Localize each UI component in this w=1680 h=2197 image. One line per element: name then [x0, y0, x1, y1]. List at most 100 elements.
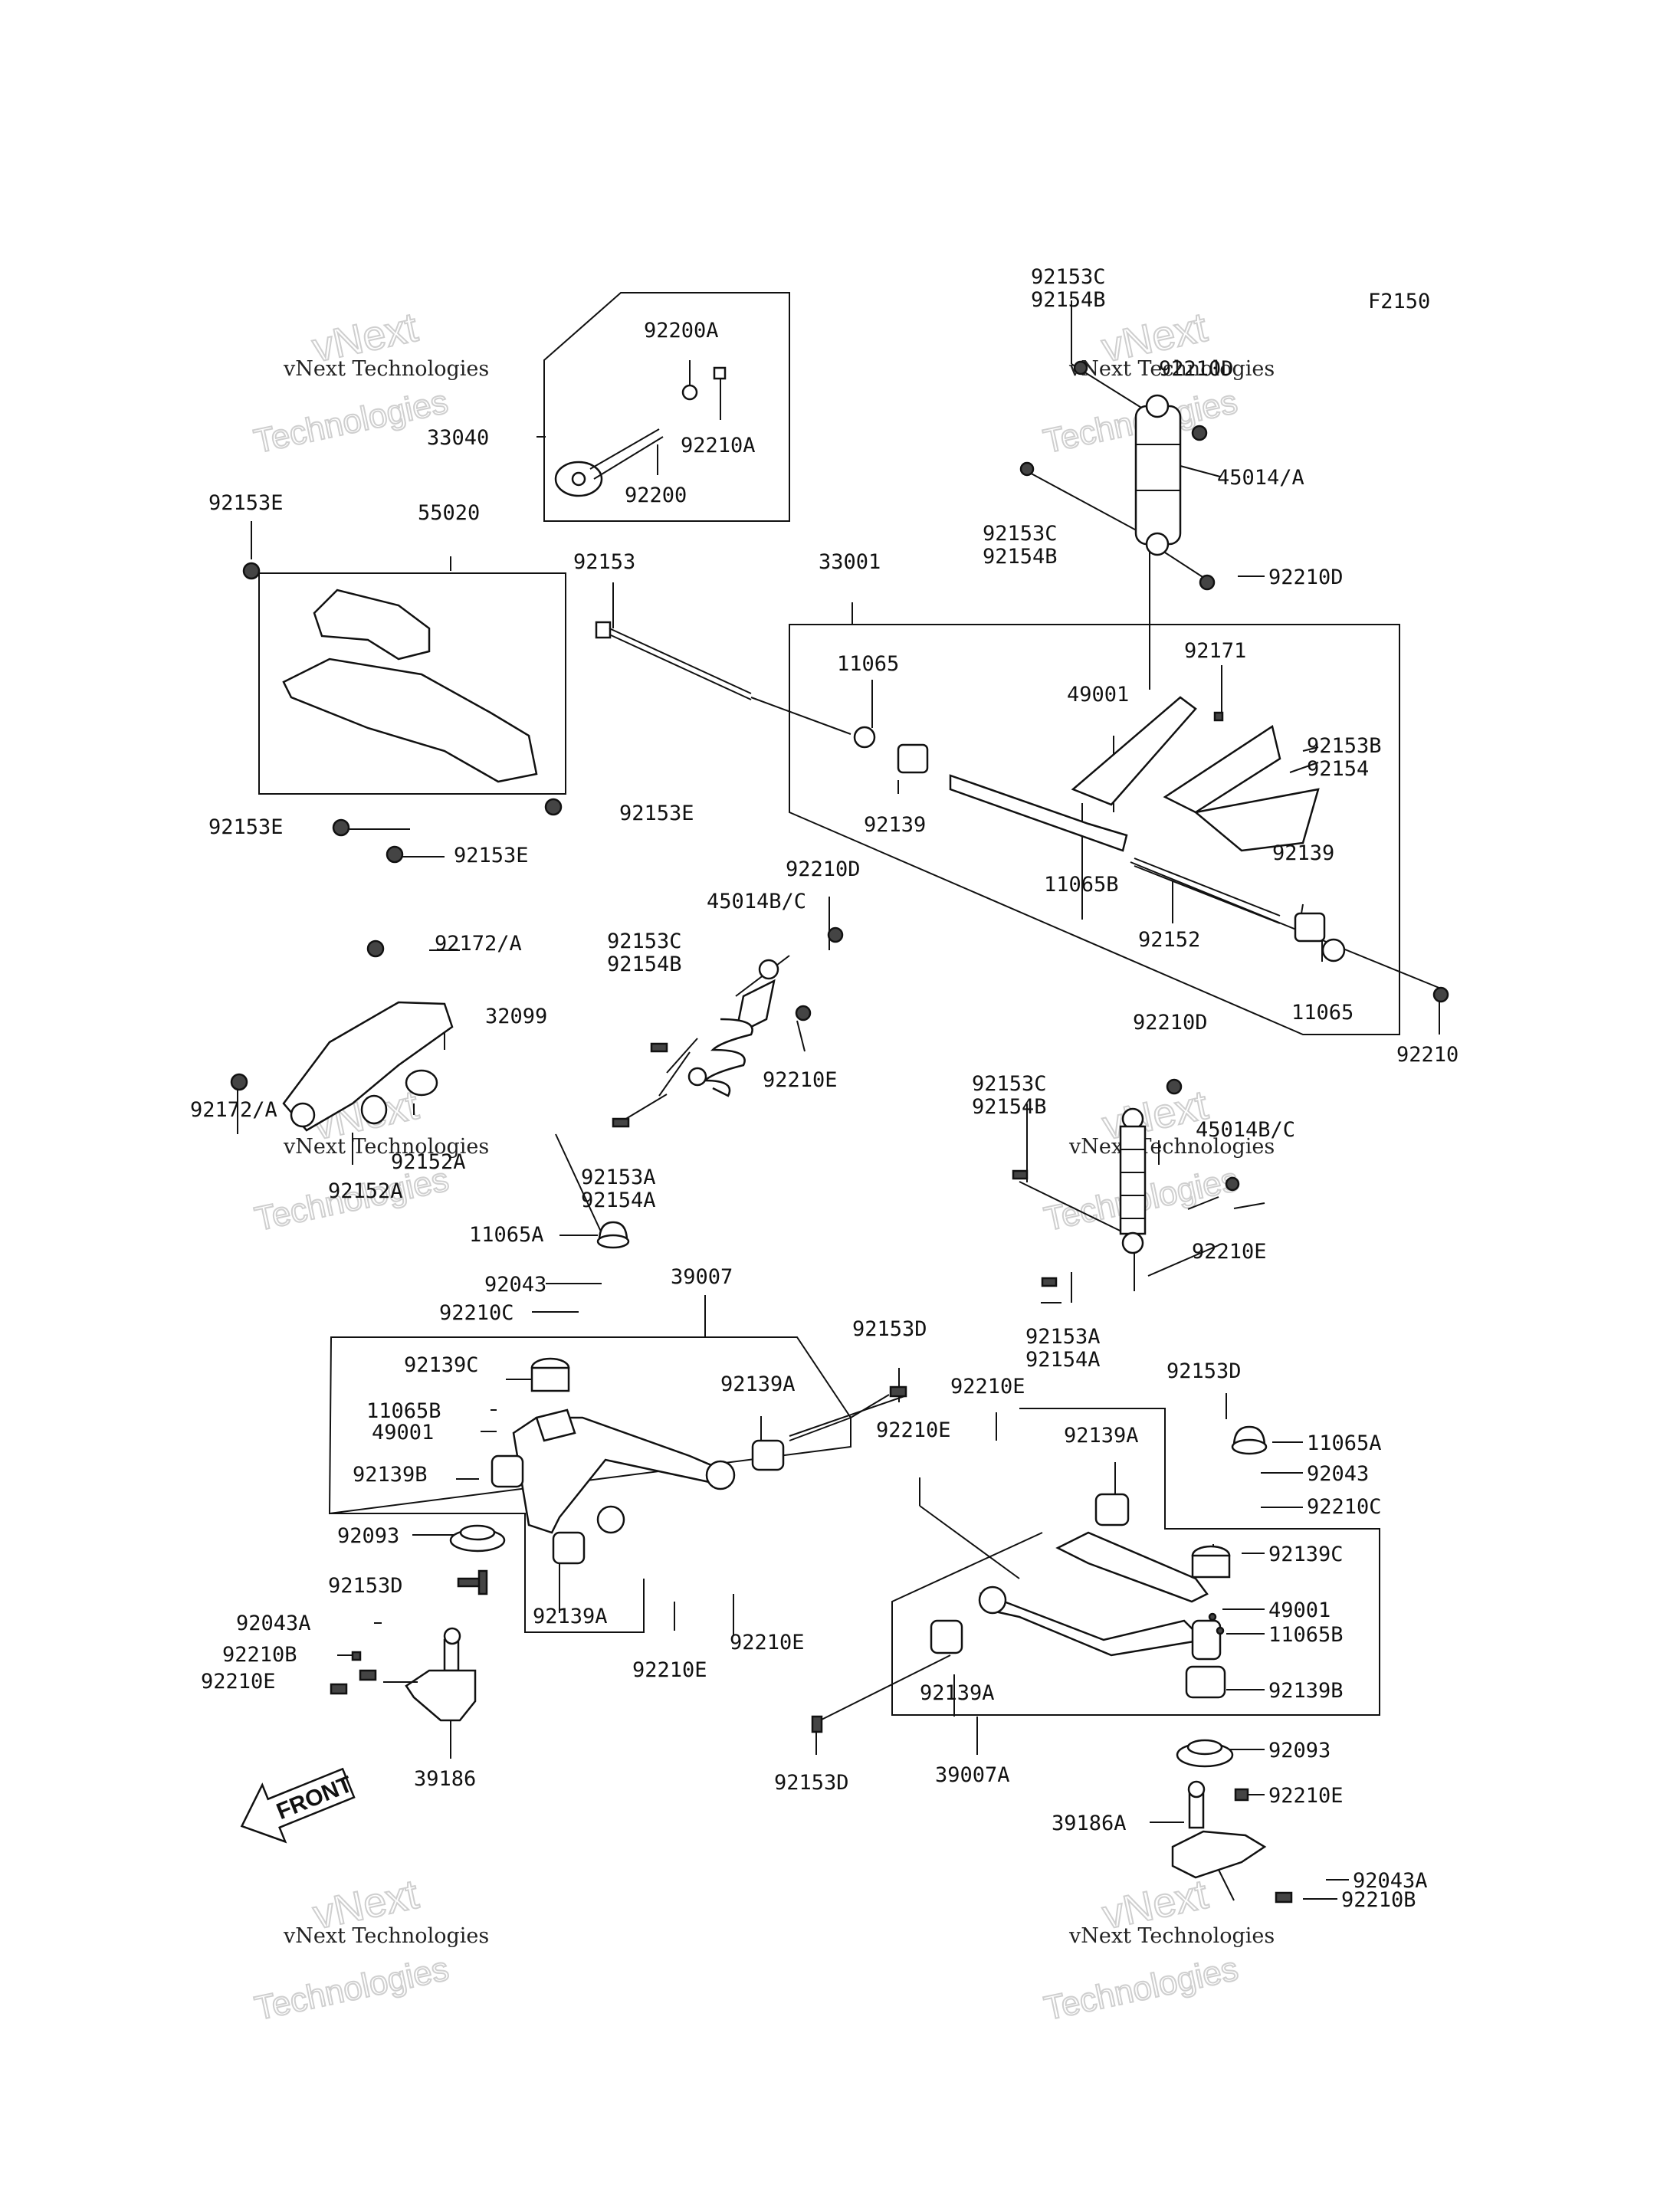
label-92172a: 92172/A — [190, 1098, 277, 1122]
shock-absorber-45014bc-right — [1012, 1078, 1240, 1287]
label-92210d: 92210D — [786, 857, 861, 881]
label-92152a: 92152A — [391, 1150, 466, 1174]
label-92139: 92139 — [1272, 841, 1334, 865]
label-92093: 92093 — [1268, 1739, 1331, 1763]
label-49001: 49001 — [372, 1421, 434, 1444]
label-49001: 49001 — [1268, 1599, 1331, 1622]
label-11065: 11065 — [1291, 1001, 1354, 1025]
leader-lines — [237, 300, 1442, 1900]
shock-absorber-45014bc-left — [612, 926, 844, 1128]
label-49001: 49001 — [1067, 683, 1129, 707]
label-92093: 92093 — [337, 1524, 399, 1548]
box-39007-left — [328, 1336, 851, 1515]
label-92210: 92210 — [1396, 1043, 1459, 1067]
watermark-caption: vNext Technologies — [1068, 357, 1275, 381]
label-92154b: 92154B — [1031, 288, 1106, 312]
label-92210c: 92210C — [439, 1301, 514, 1325]
adjuster-33040 — [554, 366, 727, 497]
label-92139b: 92139B — [1268, 1679, 1344, 1703]
cap-11065a-right — [1231, 1425, 1268, 1455]
label-92139c: 92139C — [404, 1353, 479, 1377]
watermark-caption: vNext Technologies — [283, 1135, 489, 1159]
label-92153e: 92153E — [454, 844, 529, 867]
label-92154b: 92154B — [972, 1095, 1047, 1119]
watermark-caption: vNext Technologies — [283, 1924, 489, 1948]
label-92171: 92171 — [1184, 639, 1246, 663]
swing-arm-33001 — [853, 696, 1449, 1003]
label-92043: 92043 — [1307, 1462, 1369, 1486]
bolt-92153 — [595, 621, 752, 700]
label-11065: 11065 — [837, 652, 899, 676]
label-92153c: 92153C — [983, 522, 1058, 546]
label-92153a: 92153A — [1025, 1325, 1101, 1349]
label-92139a: 92139A — [720, 1372, 796, 1396]
label-92043: 92043 — [484, 1273, 546, 1297]
washer-92093-left — [449, 1524, 506, 1553]
label-92153c: 92153C — [972, 1072, 1047, 1096]
box-39007A — [891, 1408, 1380, 1716]
label-92153a: 92153A — [581, 1166, 656, 1189]
watermark-caption: vNext Technologies — [283, 357, 489, 381]
label-39007a: 39007A — [935, 1763, 1010, 1787]
label-92153b: 92153B — [1307, 734, 1382, 758]
label-11065b: 11065B — [1268, 1623, 1344, 1647]
label-92172a: 92172/A — [435, 932, 522, 956]
a-arm-39007 — [457, 1357, 907, 1595]
label-92139a: 92139A — [533, 1605, 608, 1628]
label-92210e: 92210E — [763, 1068, 838, 1092]
label-92152: 92152 — [1138, 928, 1200, 952]
watermark-caption: vNext Technologies — [1068, 1924, 1275, 1948]
label-92153e: 92153E — [208, 815, 284, 839]
guard-55020 — [242, 562, 563, 864]
label-11065b: 11065B — [366, 1399, 441, 1423]
label-39007: 39007 — [671, 1265, 733, 1289]
label-92139b: 92139B — [353, 1463, 428, 1487]
label-33001: 33001 — [819, 550, 881, 574]
label-92210e: 92210E — [730, 1631, 805, 1654]
label-92139a: 92139A — [1064, 1424, 1139, 1448]
label-39186: 39186 — [414, 1767, 476, 1791]
label-55020: 55020 — [418, 501, 480, 525]
knuckle-39186a — [1171, 1780, 1293, 1904]
label-92153d: 92153D — [774, 1771, 849, 1795]
label-92152a: 92152A — [328, 1179, 403, 1203]
label-92043a: 92043A — [236, 1612, 311, 1635]
label-92153e: 92153E — [208, 491, 284, 515]
label-92210e: 92210E — [1192, 1240, 1267, 1264]
label-92153c: 92153C — [1031, 265, 1106, 289]
label-92154b: 92154B — [983, 545, 1058, 569]
label-92200: 92200 — [625, 484, 687, 507]
knuckle-39186 — [330, 1627, 477, 1722]
a-arm-39007a — [811, 1493, 1231, 1733]
label-92139: 92139 — [864, 813, 926, 837]
label-92210e: 92210E — [632, 1658, 707, 1682]
label-92210b: 92210B — [222, 1643, 297, 1667]
label-92153d: 92153D — [328, 1574, 403, 1598]
label-39186a: 39186A — [1052, 1812, 1127, 1835]
label-92210a: 92210A — [681, 434, 756, 457]
label-92154: 92154 — [1307, 757, 1369, 781]
shock-absorber-45014a — [1019, 360, 1216, 591]
label-32099: 32099 — [485, 1005, 547, 1028]
box-55020 — [258, 572, 566, 795]
label-92210d: 92210D — [1268, 566, 1344, 589]
box-33040 — [543, 292, 790, 522]
label-92200a: 92200A — [644, 319, 719, 343]
label-33040: 33040 — [427, 426, 489, 450]
label-92210d: 92210D — [1133, 1011, 1208, 1035]
washer-92093-right — [1176, 1739, 1234, 1768]
box-39007-lower — [330, 1513, 645, 1633]
part-labels: 92153C 92154B 92210D 45014/A 92153C 9215… — [190, 265, 1459, 1912]
label-92154b: 92154B — [607, 953, 682, 976]
label-92139c: 92139C — [1268, 1543, 1344, 1566]
label-92210c: 92210C — [1307, 1495, 1382, 1519]
watermark-caption: vNext Technologies — [1068, 1135, 1275, 1159]
label-92153e: 92153E — [619, 802, 694, 825]
label-92153: 92153 — [573, 550, 635, 574]
label-45014bc: 45014B/C — [707, 890, 806, 913]
label-92153d: 92153D — [1166, 1359, 1242, 1383]
bracket-32099 — [230, 939, 454, 1132]
label-92210e: 92210E — [950, 1375, 1025, 1399]
label-92210e: 92210E — [876, 1418, 951, 1442]
